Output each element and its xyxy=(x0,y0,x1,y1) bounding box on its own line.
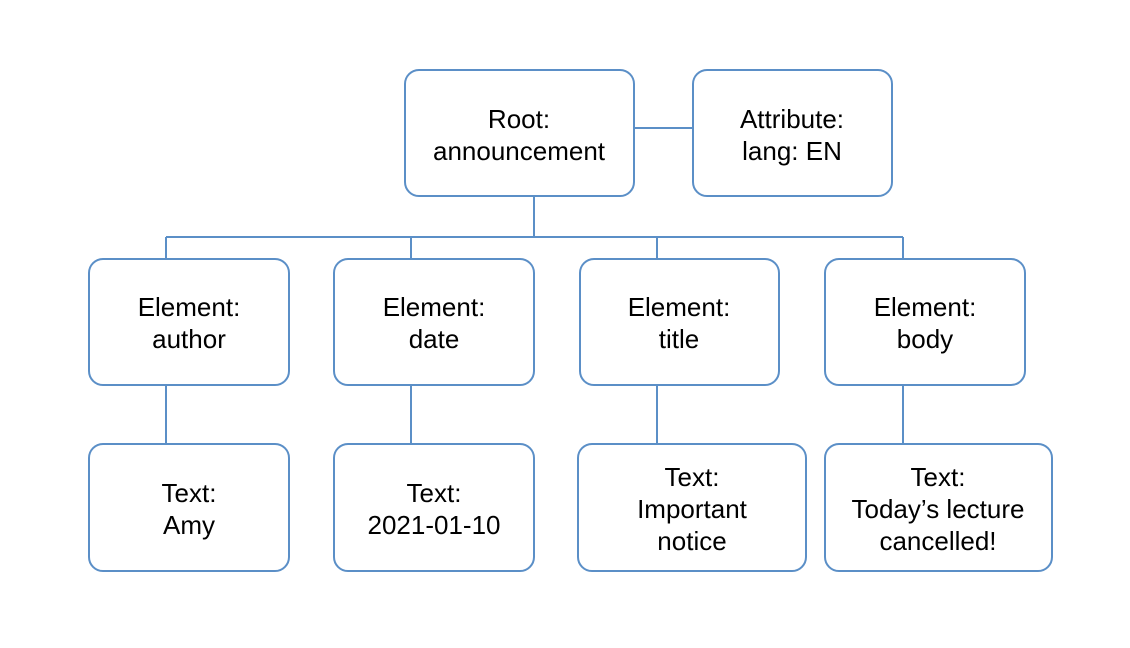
root-node-label-2: announcement xyxy=(433,136,606,166)
text-node-body: Text: Today’s lecture cancelled! xyxy=(824,443,1053,572)
element-node-body: Element: body xyxy=(824,258,1026,386)
element-date-label-2: date xyxy=(409,324,460,354)
text-node-author: Text: Amy xyxy=(88,443,290,572)
text-title-line-2: Important xyxy=(637,494,748,524)
text-body-line-2: Today’s lecture xyxy=(852,494,1025,524)
connectors xyxy=(165,127,904,444)
text-node-title: Text: Important notice xyxy=(577,443,807,572)
text-node-date: Text: 2021-01-10 xyxy=(333,443,535,572)
root-node: Root: announcement xyxy=(404,69,635,197)
element-node-date: Element: date xyxy=(333,258,535,386)
element-node-title: Element: title xyxy=(579,258,780,386)
attribute-node-label-1: Attribute: xyxy=(740,104,844,134)
text-body-line-3: cancelled! xyxy=(879,526,996,556)
element-title-label-1: Element: xyxy=(628,292,731,322)
attribute-node: Attribute: lang: EN xyxy=(692,69,893,197)
text-body-line-1: Text: xyxy=(911,462,966,492)
text-title-line-3: notice xyxy=(657,526,726,556)
root-node-label-1: Root: xyxy=(488,104,550,134)
text-author-line-1: Text: xyxy=(162,478,217,508)
element-date-label-1: Element: xyxy=(383,292,486,322)
element-author-label-1: Element: xyxy=(138,292,241,322)
element-body-label-1: Element: xyxy=(874,292,977,322)
element-body-label-2: body xyxy=(897,324,953,354)
element-node-author: Element: author xyxy=(88,258,290,386)
text-author-line-2: Amy xyxy=(163,510,215,540)
text-date-line-2: 2021-01-10 xyxy=(368,510,501,540)
attribute-node-label-2: lang: EN xyxy=(742,136,842,166)
text-date-line-1: Text: xyxy=(407,478,462,508)
element-author-label-2: author xyxy=(152,324,226,354)
text-title-line-1: Text: xyxy=(665,462,720,492)
element-title-label-2: title xyxy=(659,324,699,354)
